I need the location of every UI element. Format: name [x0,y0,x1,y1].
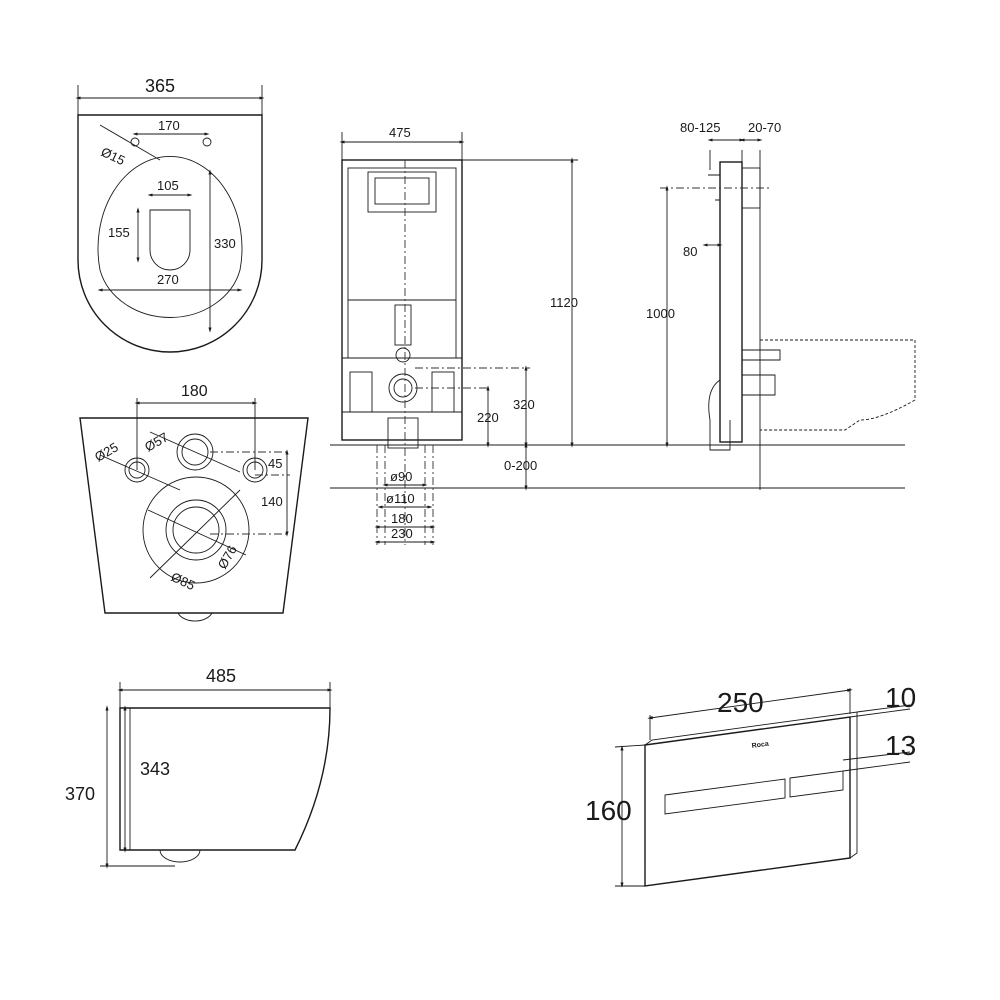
flush-button-full[interactable] [789,770,844,798]
dim-80-125: 80-125 [680,120,720,135]
dim-250: 250 [717,687,764,718]
dim-155: 155 [108,225,130,240]
dim-343: 343 [140,759,170,779]
dim-170: 170 [158,118,180,133]
dim-45: 45 [268,456,282,471]
dim-180: 180 [181,383,208,400]
flush-plate[interactable]: Roca 250 10 13 160 [585,682,916,888]
dim-bolt-25: Ø25 [92,439,121,464]
dim-inlet-57: Ø57 [142,429,171,454]
dim-80: 80 [683,244,697,259]
dim-140: 140 [261,494,283,509]
dim-180-frame: 180 [391,511,413,526]
dim-320: 320 [513,397,535,412]
dim-485: 485 [206,666,236,686]
frame-side-view: 80-125 20-70 1000 80 [646,120,916,490]
dim-outlet-85: Ø85 [169,569,198,593]
brand-logo: Roca [751,741,769,750]
dim-370: 370 [65,784,95,804]
frame-front-view: 475 1120 320 220 0-200 ø90 ø110 180 230 [330,125,905,545]
dim-1000: 1000 [646,306,675,321]
dim-hole-15: Ø15 [99,144,128,168]
dim-270: 270 [157,272,179,287]
dim-0-200: 0-200 [504,458,537,473]
dim-160: 160 [585,795,632,826]
dim-475: 475 [389,125,411,140]
dim-220: 220 [477,410,499,425]
dim-105: 105 [157,178,179,193]
dim-13: 13 [885,730,916,761]
flush-button-half[interactable] [664,778,786,815]
dim-20-70: 20-70 [748,120,781,135]
dim-1120: 1120 [550,295,578,310]
bowl-top-view: 365 170 Ø15 105 155 330 270 [75,76,265,353]
dim-10: 10 [885,682,916,713]
dim-outlet-76: Ø76 [215,543,240,572]
dim-230: 230 [391,526,413,541]
dim-365: 365 [145,76,175,96]
dim-pipe-90: ø90 [390,469,412,484]
dim-pipe-110: ø110 [386,491,415,506]
dim-330: 330 [214,236,236,251]
bowl-side-view: 485 370 343 [65,666,333,869]
bowl-rear-view: 180 Ø25 Ø57 45 140 Ø76 Ø85 [79,383,309,622]
